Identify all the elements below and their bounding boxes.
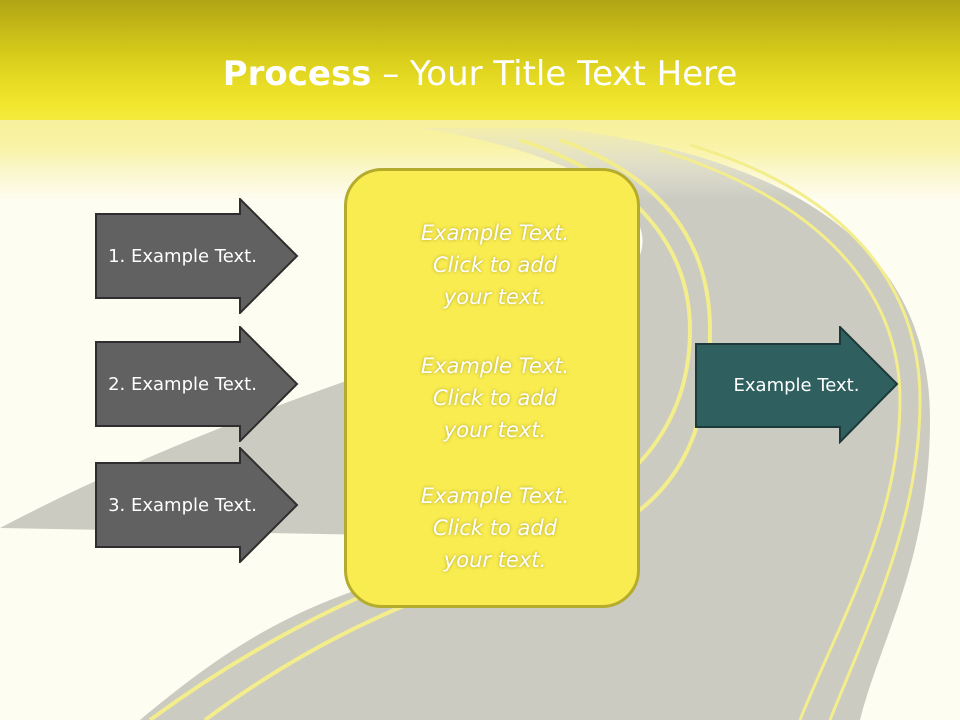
center-text-box[interactable]: Example Text. Click to add your text. Ex… <box>344 168 640 608</box>
result-arrow[interactable]: Example Text. <box>695 326 900 444</box>
center-text-line: Click to add <box>432 516 557 540</box>
center-text-line: your text. <box>443 418 547 442</box>
arrow-right-shape-icon <box>95 198 299 314</box>
center-text-line: Example Text. <box>420 221 570 245</box>
process-arrow-2-label: 2. Example Text. <box>108 373 257 395</box>
result-arrow-label: Example Text. <box>733 374 860 396</box>
arrow-right-shape-icon <box>95 447 299 563</box>
center-text-line: your text. <box>443 548 547 572</box>
center-text-block-2[interactable]: Example Text. Click to add your text. <box>347 350 643 446</box>
title-text: – Your Title Text Here <box>371 54 738 94</box>
process-arrow-1[interactable]: 1. Example Text. <box>95 198 300 314</box>
center-text-block-3[interactable]: Example Text. Click to add your text. <box>347 480 643 576</box>
title-bold-word: Process <box>222 54 372 94</box>
center-text-line: Click to add <box>432 253 557 277</box>
process-arrow-1-label: 1. Example Text. <box>108 245 257 267</box>
process-arrow-2[interactable]: 2. Example Text. <box>95 326 300 442</box>
slide-title[interactable]: Process – Your Title Text Here <box>0 52 960 96</box>
center-text-line: Example Text. <box>420 484 570 508</box>
center-text-block-1[interactable]: Example Text. Click to add your text. <box>347 217 643 313</box>
process-arrow-3[interactable]: 3. Example Text. <box>95 447 300 563</box>
center-text-line: your text. <box>443 285 547 309</box>
arrow-right-shape-icon <box>95 326 299 442</box>
center-text-line: Click to add <box>432 386 557 410</box>
process-arrow-3-label: 3. Example Text. <box>108 494 257 516</box>
arrow-right-shape-icon <box>695 326 899 444</box>
center-text-line: Example Text. <box>420 354 570 378</box>
